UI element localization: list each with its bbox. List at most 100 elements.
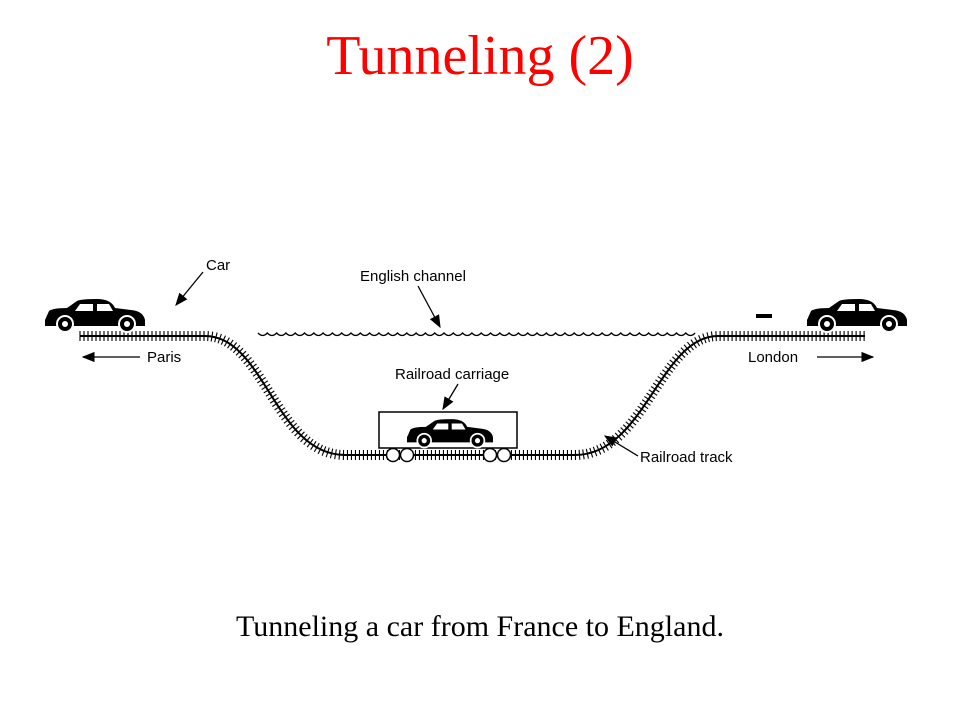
railroad-tie bbox=[297, 431, 305, 440]
railroad-tie bbox=[276, 407, 286, 414]
label-railroad-track: Railroad track bbox=[640, 449, 733, 466]
railroad-tie bbox=[223, 337, 230, 347]
railroad-tie bbox=[680, 347, 689, 356]
railroad-carriage-icon bbox=[378, 411, 518, 463]
railroad-tie bbox=[286, 419, 295, 427]
railroad-tie bbox=[274, 403, 284, 411]
railroad-tie bbox=[303, 436, 311, 445]
railroad-tie bbox=[238, 350, 247, 359]
railroad-tie bbox=[254, 373, 264, 381]
railroad-tie bbox=[644, 395, 653, 403]
railroad-tie bbox=[630, 415, 639, 423]
label-car: Car bbox=[206, 257, 230, 274]
car-icon-london bbox=[807, 299, 907, 333]
pointer-carriage bbox=[442, 383, 459, 411]
railroad-tie bbox=[641, 399, 651, 406]
railroad-tie bbox=[664, 366, 674, 373]
pointer-track bbox=[603, 435, 639, 457]
railroad-tie bbox=[248, 363, 257, 371]
railroad-tie bbox=[214, 332, 218, 343]
railroad-tie bbox=[334, 449, 337, 460]
railroad-tie bbox=[686, 341, 694, 351]
railroad-tie bbox=[639, 402, 649, 410]
car-icon-paris bbox=[45, 299, 145, 333]
railroad-tie bbox=[317, 444, 323, 455]
railroad-tie bbox=[599, 443, 606, 453]
railroad-tie bbox=[592, 446, 598, 457]
railroad-tie bbox=[694, 337, 701, 347]
pointer-car bbox=[175, 271, 204, 307]
railroad-tie bbox=[243, 357, 252, 365]
railroad-tie bbox=[283, 416, 293, 424]
railroad-tie bbox=[321, 446, 327, 456]
railroad-tie bbox=[646, 392, 656, 400]
railroad-tie bbox=[605, 439, 613, 449]
railroad-tie bbox=[338, 449, 341, 460]
label-railroad-carriage: Railroad carriage bbox=[395, 366, 509, 383]
railroad-tie bbox=[625, 421, 634, 429]
railroad-tie bbox=[210, 331, 214, 342]
dash-mark bbox=[756, 314, 772, 318]
railroad-tie bbox=[265, 390, 275, 397]
railroad-tie bbox=[257, 376, 267, 384]
railroad-tie bbox=[677, 350, 686, 358]
railroad-tie bbox=[325, 447, 330, 458]
railroad-tie bbox=[259, 380, 269, 387]
railroad-tie bbox=[690, 339, 697, 349]
railroad-tie bbox=[710, 331, 714, 342]
railroad-tie bbox=[278, 410, 288, 418]
railroad-tie bbox=[230, 342, 238, 351]
label-paris: Paris bbox=[147, 349, 181, 366]
railroad-tie bbox=[614, 432, 623, 441]
railroad-tie bbox=[589, 447, 594, 458]
railroad-tie bbox=[232, 344, 241, 354]
railroad-tie bbox=[596, 445, 602, 455]
railroad-tie bbox=[702, 333, 707, 344]
railroad-tie bbox=[657, 375, 667, 383]
railroad-tie bbox=[698, 335, 704, 345]
railroad-tie bbox=[674, 353, 683, 361]
railroad-tie bbox=[245, 360, 255, 368]
label-london: London bbox=[748, 349, 798, 366]
slide-title: Tunneling (2) bbox=[326, 25, 634, 87]
pointer-channel bbox=[417, 285, 441, 329]
railroad-tie bbox=[706, 332, 710, 343]
railroad-tie bbox=[281, 413, 290, 421]
railroad-tie bbox=[263, 387, 273, 394]
railroad-tie bbox=[622, 424, 632, 432]
railroad-tie bbox=[313, 442, 320, 453]
railroad-tie bbox=[627, 418, 637, 426]
railroad-tie bbox=[585, 448, 589, 459]
railroad-tie bbox=[269, 397, 279, 404]
railroad-tie bbox=[250, 366, 260, 374]
railroad-tie bbox=[288, 422, 298, 431]
railroad-tie bbox=[252, 370, 262, 377]
railroad-tie bbox=[310, 440, 317, 450]
railroad-tie bbox=[659, 372, 669, 380]
railroad-tie bbox=[655, 379, 665, 386]
railroad-tie bbox=[207, 331, 209, 342]
railroad-tie bbox=[220, 335, 227, 345]
railroad-tie bbox=[294, 428, 303, 437]
railroad-tie bbox=[683, 344, 692, 353]
railroad-tie bbox=[637, 405, 647, 413]
railroad-tie bbox=[217, 333, 222, 344]
railroad-tie bbox=[652, 382, 662, 390]
railroad-tie bbox=[648, 389, 658, 396]
railroad-tie bbox=[261, 383, 271, 391]
railroad-tie bbox=[291, 425, 300, 434]
railroad-tie bbox=[227, 339, 234, 349]
railroad-tie bbox=[632, 412, 642, 420]
label-english-channel: English channel bbox=[360, 268, 466, 285]
railroad-tie bbox=[267, 393, 277, 401]
railroad-tie bbox=[300, 434, 308, 443]
railroad-tie bbox=[662, 369, 671, 377]
railroad-tie bbox=[650, 386, 660, 393]
railroad-tie bbox=[235, 347, 244, 356]
railroad-tie bbox=[329, 448, 334, 459]
railroad-tie bbox=[617, 429, 626, 438]
railroad-tie bbox=[578, 449, 581, 460]
railroad-tie bbox=[635, 408, 644, 416]
railroad-tie bbox=[306, 438, 314, 448]
